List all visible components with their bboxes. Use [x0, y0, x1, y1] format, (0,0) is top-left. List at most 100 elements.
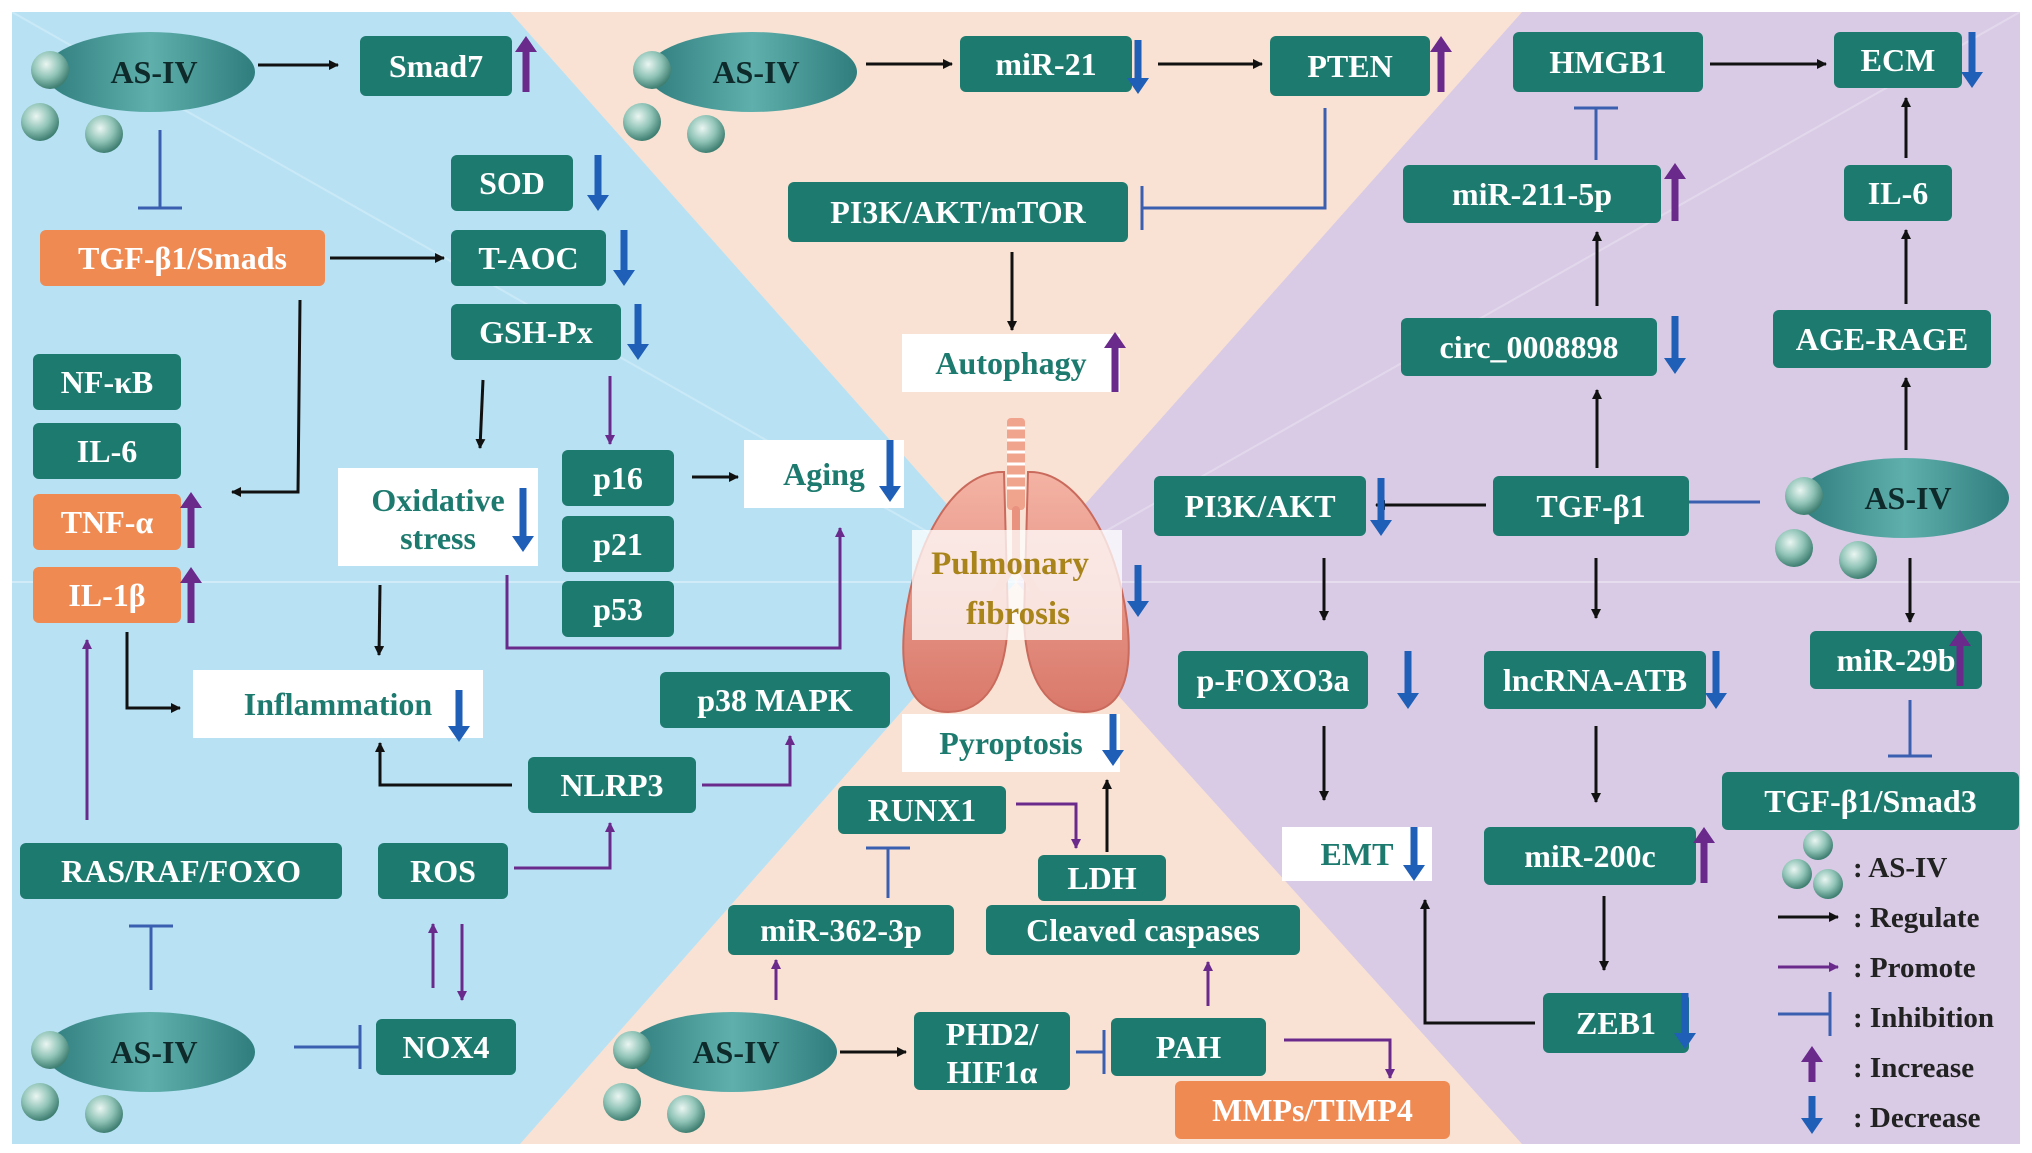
node-label-nlrp3: NLRP3 [560, 767, 663, 803]
node-gshpx: GSH-Px [451, 304, 621, 360]
node-label-runx1: RUNX1 [868, 792, 976, 828]
regulate-arrow [1420, 899, 1535, 1025]
node-label-mir200c: miR-200c [1524, 838, 1656, 874]
node-oxidative-stress-line2: stress [400, 520, 476, 556]
asiv-label: AS-IV [712, 54, 799, 90]
node-sod: SOD [451, 155, 573, 211]
increase-arrow-icon [1801, 1046, 1823, 1082]
legend-regulate: : Regulate [1853, 902, 1980, 934]
node-ldh: LDH [1038, 855, 1166, 901]
node-label-ras-raf-foxo: RAS/RAF/FOXO [61, 853, 301, 889]
node-label-p21: p21 [593, 526, 643, 562]
node-pi3k-akt-mtor: PI3K/AKT/mTOR [788, 182, 1128, 242]
node-il6-right: IL-6 [1844, 165, 1952, 221]
node-autophagy: Autophagy [902, 334, 1120, 392]
node-label-p53: p53 [593, 591, 643, 627]
node-phd2-hif1a-line1: PHD2/ [946, 1016, 1040, 1052]
node-smad7: Smad7 [360, 36, 512, 96]
node-age-rage: AGE-RAGE [1773, 310, 1991, 368]
node-label-cleaved-caspases: Cleaved caspases [1026, 912, 1260, 948]
connector-lines [82, 59, 1932, 1079]
node-label-tgfb1-smads: TGF-β1/Smads [78, 240, 287, 276]
center-title-line1: Pulmonary [931, 546, 1089, 582]
change-indicators [180, 32, 1983, 1134]
node-label-ecm: ECM [1861, 42, 1936, 78]
node-nlrp3: NLRP3 [528, 757, 696, 813]
decrease-arrow-icon [613, 230, 635, 286]
regulate-arrow [374, 584, 385, 656]
legend-inhibition: : Inhibition [1853, 1002, 1994, 1034]
node-nfkb: NF-κB [33, 354, 181, 410]
increase-arrow-icon [180, 492, 202, 548]
node-ras-raf-foxo: RAS/RAF/FOXO [20, 843, 342, 899]
regulate-arrow [475, 379, 486, 449]
legend-promote: : Promote [1853, 952, 1976, 984]
node-cleaved-caspases: Cleaved caspases [986, 905, 1300, 955]
node-tgfb1-smad3: TGF-β1/Smad3 [1722, 772, 2019, 830]
node-label-taoc: T-AOC [478, 240, 578, 276]
node-pfoxo3a: p-FOXO3a [1178, 651, 1368, 709]
decrease-arrow-icon [1961, 32, 1983, 88]
increase-arrow-icon [1949, 630, 1971, 686]
node-label-age-rage: AGE-RAGE [1796, 321, 1968, 357]
regulate-arrow [231, 299, 302, 497]
node-label-circ: circ_0008898 [1440, 329, 1619, 365]
decrease-arrow-icon [879, 440, 901, 502]
node-p21: p21 [562, 516, 674, 572]
node-label-gshpx: GSH-Px [479, 314, 593, 350]
promote-arrow [505, 527, 845, 650]
node-label-tgfb1: TGF-β1 [1536, 488, 1645, 524]
legend-asiv-icon [1782, 830, 1843, 899]
node-hmgb1: HMGB1 [1513, 32, 1703, 92]
decrease-arrow-icon [627, 304, 649, 360]
node-ecm: ECM [1834, 32, 1962, 88]
node-ros: ROS [378, 843, 508, 899]
legend: : AS-IV : Regulate : Promote : Inhibitio… [1853, 852, 1994, 1134]
node-label-il1b: IL-1β [68, 577, 145, 613]
node-label-aging: Aging [783, 456, 865, 492]
asiv-label: AS-IV [692, 1034, 779, 1070]
node-label-pah: PAH [1156, 1029, 1221, 1065]
asiv-label: AS-IV [110, 1034, 197, 1070]
decrease-arrow-icon [1403, 827, 1425, 881]
node-label-p38mapk: p38 MAPK [697, 682, 853, 718]
node-label-il6-right: IL-6 [1868, 175, 1928, 211]
node-label-sod: SOD [479, 165, 545, 201]
asiv-molecule: AS-IV [603, 1012, 837, 1133]
node-mir200c: miR-200c [1484, 827, 1696, 885]
node-label-mir21: miR-21 [995, 46, 1096, 82]
increase-arrow-icon [515, 36, 537, 92]
node-label-emt: EMT [1321, 836, 1394, 872]
node-il1b: IL-1β [33, 567, 181, 623]
inhibition-line [1142, 108, 1327, 210]
node-label-hmgb1: HMGB1 [1549, 44, 1666, 80]
node-p38mapk: p38 MAPK [660, 672, 890, 728]
increase-arrow-icon [1693, 827, 1715, 883]
node-mir29b: miR-29b [1810, 631, 1982, 689]
decrease-arrow-icon [1127, 565, 1149, 617]
asiv-molecules: AS-IV AS-IV AS-IV AS-IV AS-IV [21, 32, 2009, 1133]
node-mir362: miR-362-3p [728, 905, 954, 955]
node-mir21: miR-21 [960, 36, 1132, 92]
node-mmps: MMPs/TIMP4 [1175, 1081, 1450, 1139]
node-p16: p16 [562, 450, 674, 506]
node-label-zeb1: ZEB1 [1576, 1005, 1656, 1041]
decrease-arrow-icon [448, 690, 470, 742]
legend-asiv: : AS-IV [1853, 852, 1947, 884]
node-nox4: NOX4 [376, 1019, 516, 1075]
asiv-molecule: AS-IV [1775, 458, 2009, 579]
node-taoc: T-AOC [451, 230, 606, 286]
regulate-arrow [375, 742, 512, 787]
node-label-pi3k-akt-mtor: PI3K/AKT/mTOR [830, 194, 1086, 230]
node-label-inflammation: Inflammation [244, 686, 433, 722]
decrease-arrow-icon [1705, 651, 1727, 709]
node-il6-left: IL-6 [33, 423, 181, 479]
node-pi3k-akt: PI3K/AKT [1154, 476, 1366, 536]
asiv-molecule: AS-IV [21, 32, 255, 153]
node-label-tgfb1-smad3: TGF-β1/Smad3 [1764, 783, 1976, 819]
node-oxidative-stress-line1: Oxidative [371, 482, 504, 518]
node-phd2-hif1a: PHD2/HIF1α [914, 1012, 1070, 1090]
decrease-arrow-icon [1397, 651, 1419, 709]
